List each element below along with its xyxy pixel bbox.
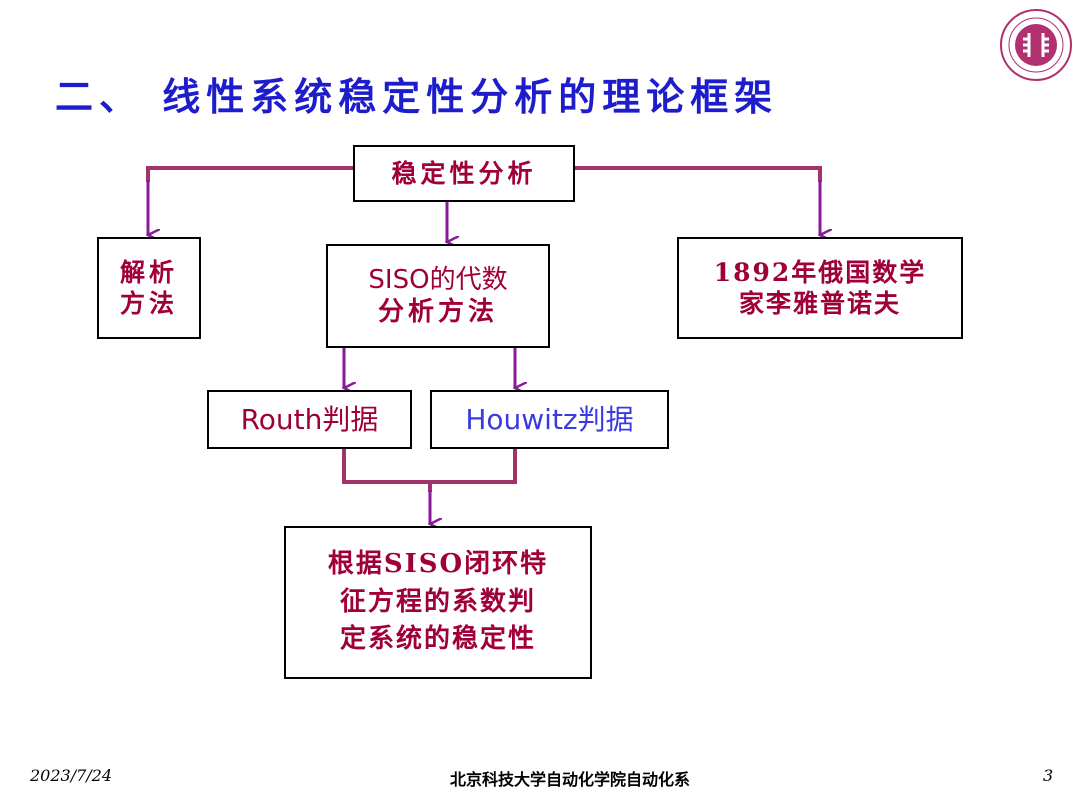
node-label: 方法 [119,289,178,318]
node-result: 根据SISO闭环特 征方程的系数判 定系统的稳定性 [284,526,592,679]
node-label: SISO的代数 [368,264,508,295]
node-stability-analysis: 稳定性分析 [353,145,575,202]
page-title: 二、 线性系统稳定性分析的理论框架 [55,74,779,119]
node-label: 征方程的系数判 [339,586,536,617]
node-label: 解析 [119,257,178,287]
node-label: 分析方法 [377,297,498,327]
node-label: Houwitz判据 [465,403,634,436]
node-label: Routh判据 [240,403,379,436]
footer-institution: 北京科技大学自动化学院自动化系 [450,770,691,789]
node-houwitz-criterion: Houwitz判据 [430,390,669,449]
node-lyapunov: 1892年俄国数学 家李雅普诺夫 [677,237,963,339]
node-analytic-method: 解析 方法 [97,237,201,339]
node-siso-algebraic: SISO的代数 分析方法 [326,244,550,348]
footer-page-number: 3 [1043,766,1054,785]
footer-date: 2023/7/24 [30,766,113,785]
node-routh-criterion: Routh判据 [207,390,412,449]
university-seal-icon [1000,9,1072,81]
node-label: 稳定性分析 [391,158,537,188]
node-label: 1892年俄国数学 [713,257,927,287]
node-label: 根据SISO闭环特 [327,548,549,579]
node-label: 家李雅普诺夫 [738,289,901,318]
node-label: 定系统的稳定性 [339,624,536,655]
